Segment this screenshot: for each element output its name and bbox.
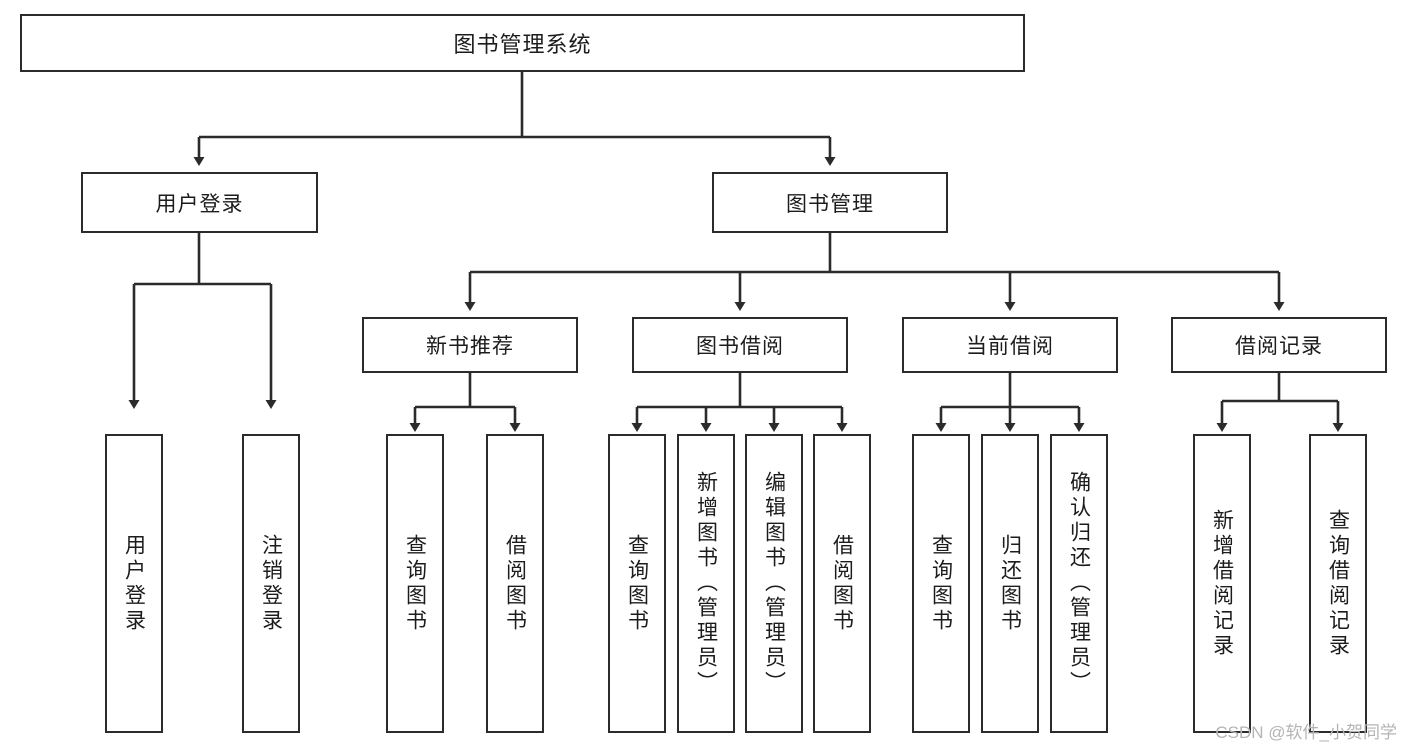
node-leaf-borrow-book-1[interactable]: 借阅图书: [486, 434, 544, 733]
node-current-borrow-label: 当前借阅: [966, 335, 1054, 358]
node-book-manage[interactable]: 图书管理: [712, 172, 948, 233]
node-current-borrow[interactable]: 当前借阅: [902, 317, 1118, 373]
node-leaf-return-book[interactable]: 归还图书: [981, 434, 1039, 733]
node-root-label: 图书管理系统: [453, 32, 592, 57]
node-leaf-query-book-1[interactable]: 查询图书: [386, 434, 444, 733]
node-leaf-query-book-2[interactable]: 查询图书: [608, 434, 666, 733]
node-book-borrow[interactable]: 图书借阅: [632, 317, 848, 373]
node-user-login-label: 用户登录: [155, 192, 244, 216]
node-root[interactable]: 图书管理系统: [20, 14, 1025, 72]
node-leaf-edit-book-label: 编辑图书（管理员）: [762, 471, 786, 696]
node-leaf-user-login-label: 用户登录: [122, 533, 146, 634]
watermark: CSDN @软件_小贺同学: [1215, 723, 1397, 742]
node-leaf-query-record[interactable]: 查询借阅记录: [1309, 434, 1367, 733]
node-leaf-borrow-book-2-label: 借阅图书: [830, 533, 854, 634]
node-new-book-recommend[interactable]: 新书推荐: [362, 317, 578, 373]
node-book-borrow-label: 图书借阅: [696, 335, 784, 358]
node-leaf-user-login[interactable]: 用户登录: [105, 434, 163, 733]
node-book-manage-label: 图书管理: [786, 192, 874, 216]
node-leaf-return-book-label: 归还图书: [998, 533, 1022, 634]
node-leaf-add-book-label: 新增图书（管理员）: [694, 471, 718, 696]
node-leaf-query-book-3-label: 查询图书: [929, 533, 953, 634]
node-borrow-record[interactable]: 借阅记录: [1171, 317, 1387, 373]
node-leaf-query-book-1-label: 查询图书: [403, 533, 427, 634]
node-leaf-logout-label: 注销登录: [259, 533, 283, 634]
node-leaf-confirm-return-label: 确认归还（管理员）: [1067, 471, 1091, 696]
node-leaf-add-record[interactable]: 新增借阅记录: [1193, 434, 1251, 733]
node-leaf-borrow-book-2[interactable]: 借阅图书: [813, 434, 871, 733]
node-new-book-recommend-label: 新书推荐: [426, 335, 514, 358]
node-leaf-query-book-3[interactable]: 查询图书: [912, 434, 970, 733]
node-leaf-add-record-label: 新增借阅记录: [1210, 508, 1234, 659]
node-leaf-borrow-book-1-label: 借阅图书: [503, 533, 527, 634]
node-leaf-confirm-return[interactable]: 确认归还（管理员）: [1050, 434, 1108, 733]
node-leaf-query-book-2-label: 查询图书: [625, 533, 649, 634]
node-borrow-record-label: 借阅记录: [1235, 335, 1323, 358]
node-leaf-query-record-label: 查询借阅记录: [1326, 508, 1350, 659]
node-leaf-edit-book[interactable]: 编辑图书（管理员）: [745, 434, 803, 733]
node-user-login[interactable]: 用户登录: [81, 172, 318, 233]
node-leaf-add-book[interactable]: 新增图书（管理员）: [677, 434, 735, 733]
node-leaf-logout[interactable]: 注销登录: [242, 434, 300, 733]
